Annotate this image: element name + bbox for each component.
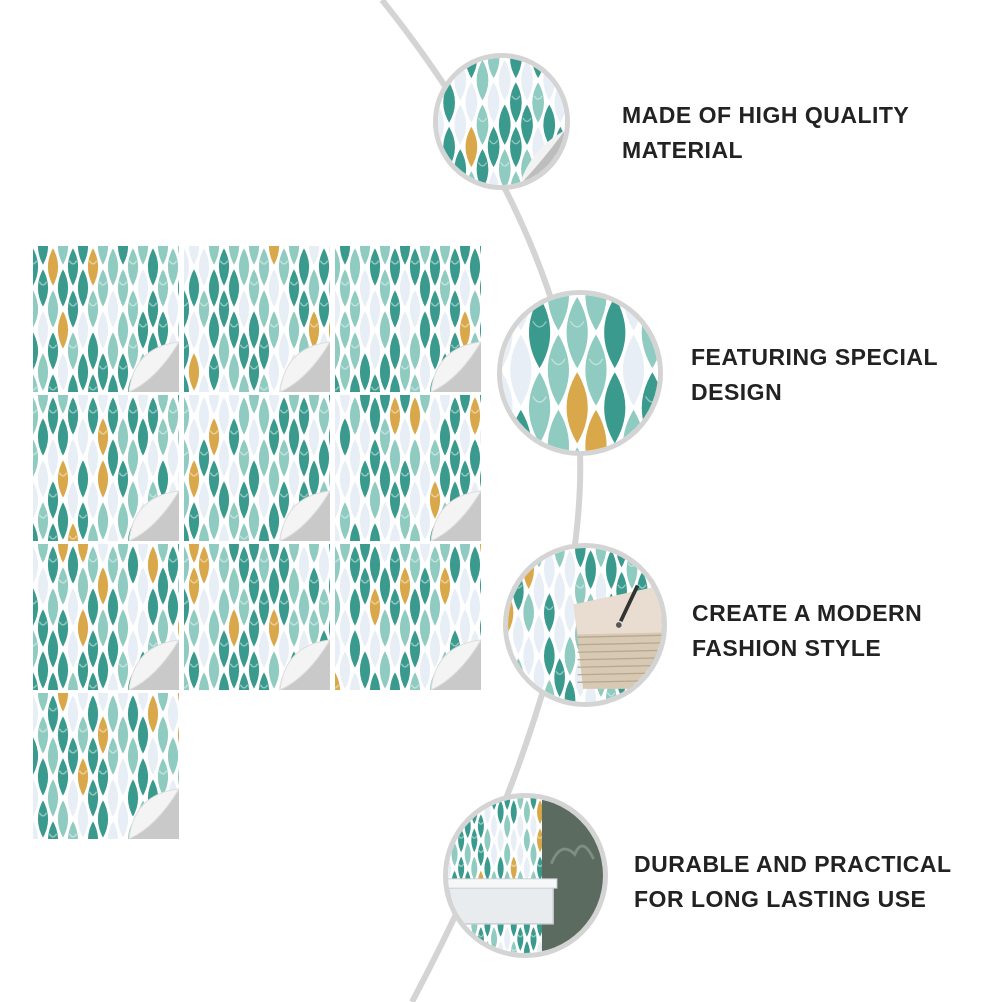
feature-bubble-material: [433, 53, 570, 190]
feature-line: FOR LONG LASTING USE: [634, 886, 927, 912]
wall-tile: [335, 395, 481, 541]
feature-text-style: CREATE A MODERN FASHION STYLE: [692, 596, 922, 666]
bathroom-scene-icon: [448, 798, 603, 953]
feature-text-durable: DURABLE AND PRACTICAL FOR LONG LASTING U…: [634, 847, 952, 917]
feature-line: DESIGN: [691, 379, 783, 405]
feature-line: MADE OF HIGH QUALITY: [622, 102, 910, 128]
mosaic-closeup-icon: [502, 295, 658, 451]
feature-line: DURABLE AND PRACTICAL: [634, 851, 952, 877]
wall-tile: [33, 246, 179, 392]
feature-bubble-design: [497, 290, 663, 456]
wall-tile: [33, 693, 179, 839]
wall-tile: [33, 544, 179, 690]
feature-bubble-durable: [443, 793, 608, 958]
wall-tile: [335, 246, 481, 392]
wall-application-icon: [508, 548, 662, 702]
feature-text-material: MADE OF HIGH QUALITY MATERIAL: [622, 98, 909, 168]
wall-tile: [184, 544, 330, 690]
wall-tile: [184, 246, 330, 392]
feature-text-design: FEATURING SPECIAL DESIGN: [691, 340, 938, 410]
feature-line: FASHION STYLE: [692, 635, 882, 661]
wall-tile: [184, 395, 330, 541]
feature-bubble-style: [503, 543, 667, 707]
wall-tile: [33, 395, 179, 541]
tile-sample-icon: [438, 58, 565, 185]
feature-line: MATERIAL: [622, 137, 744, 163]
feature-line: CREATE A MODERN: [692, 600, 923, 626]
feature-line: FEATURING SPECIAL: [691, 344, 939, 370]
wall-tile: [335, 544, 481, 690]
